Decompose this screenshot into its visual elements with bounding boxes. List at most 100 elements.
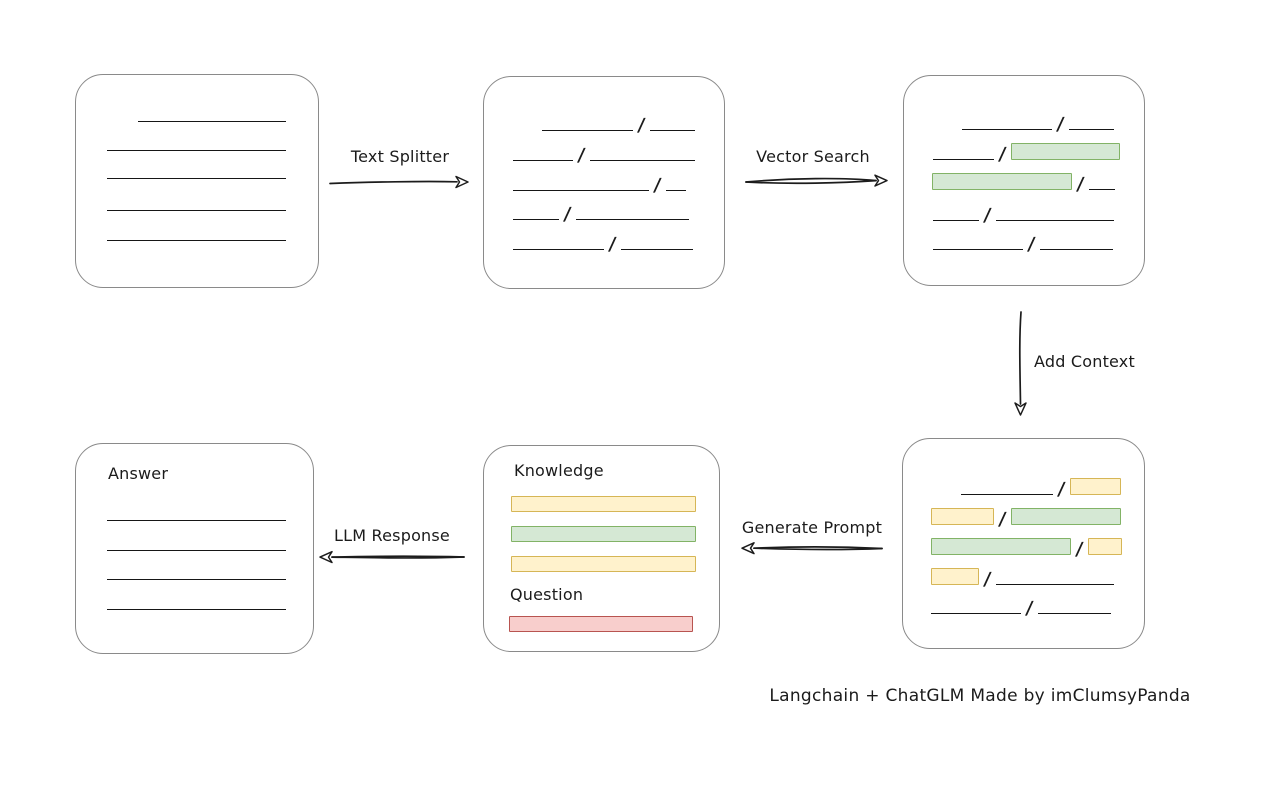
text-line bbox=[665, 188, 686, 191]
text-splitter-arrow bbox=[329, 175, 469, 189]
chunk-row bbox=[107, 503, 286, 521]
answer-label: Answer bbox=[108, 464, 169, 483]
text-line bbox=[1037, 611, 1111, 614]
chunk-row: / bbox=[961, 477, 1121, 500]
slash-separator: / bbox=[997, 144, 1008, 165]
chunk-row: / bbox=[931, 507, 1121, 530]
chunk-row bbox=[107, 133, 286, 151]
vector-search-arrow bbox=[745, 174, 888, 187]
diagram-caption: Langchain + ChatGLM Made by imClumsyPand… bbox=[769, 686, 1191, 706]
add-context-label: Add Context bbox=[1034, 352, 1135, 371]
text-line bbox=[933, 218, 979, 221]
llm-response-arrow bbox=[319, 550, 465, 564]
text-line bbox=[1088, 187, 1115, 190]
slash-separator: / bbox=[982, 205, 993, 226]
text-line bbox=[107, 518, 286, 521]
chunk-row: / bbox=[932, 172, 1115, 195]
chunk-row bbox=[107, 562, 286, 580]
knowledge-bar bbox=[511, 526, 696, 542]
chunk-row bbox=[107, 223, 286, 241]
split-chunks-box: / / / / / bbox=[483, 76, 725, 289]
add-context-arrow bbox=[1014, 311, 1027, 416]
text-line bbox=[107, 607, 286, 610]
text-line bbox=[995, 582, 1114, 585]
source-document-box bbox=[75, 74, 319, 288]
chunk-row bbox=[138, 104, 286, 122]
text-line bbox=[1039, 247, 1113, 250]
chunk-row: / bbox=[931, 567, 1114, 590]
chunk-row: / bbox=[933, 203, 1114, 226]
text-line bbox=[1068, 127, 1114, 130]
chunk-row bbox=[107, 592, 286, 610]
slash-separator: / bbox=[562, 204, 573, 225]
knowledge-bar bbox=[511, 556, 696, 572]
slash-separator: / bbox=[982, 569, 993, 590]
chunk-row bbox=[107, 193, 286, 211]
context-chunks-box: / / / / / bbox=[902, 438, 1145, 649]
text-line bbox=[575, 217, 689, 220]
slash-separator: / bbox=[1055, 114, 1066, 135]
chunk-row: / bbox=[513, 143, 695, 166]
question-bar bbox=[509, 616, 693, 632]
chunk-highlight-green bbox=[1010, 143, 1120, 160]
slash-separator: / bbox=[636, 115, 647, 136]
chunk-highlight-green bbox=[932, 173, 1072, 190]
answer-box: Answer bbox=[75, 443, 314, 654]
text-line bbox=[620, 247, 693, 250]
text-line bbox=[107, 577, 286, 580]
chunk-row: / bbox=[513, 202, 689, 225]
chunk-row: / bbox=[513, 232, 693, 255]
prompt-box: Knowledge Question bbox=[483, 445, 720, 652]
text-line bbox=[513, 158, 573, 161]
chunk-highlight-green bbox=[1010, 508, 1121, 525]
text-line bbox=[107, 208, 286, 211]
slash-separator: / bbox=[576, 145, 587, 166]
text-splitter-label: Text Splitter bbox=[350, 147, 450, 166]
chunk-row bbox=[107, 161, 286, 179]
text-line bbox=[933, 157, 994, 160]
chunk-row: / bbox=[931, 537, 1122, 560]
llm-response-label: LLM Response bbox=[334, 526, 450, 545]
text-line bbox=[513, 188, 649, 191]
vector-search-label: Vector Search bbox=[756, 147, 870, 166]
question-label: Question bbox=[510, 585, 584, 604]
text-line bbox=[138, 119, 286, 122]
text-line bbox=[962, 127, 1052, 130]
text-line bbox=[931, 611, 1021, 614]
text-line bbox=[513, 247, 604, 250]
slash-separator: / bbox=[652, 175, 663, 196]
chunk-row: / bbox=[542, 113, 695, 136]
generate-prompt-arrow bbox=[741, 542, 883, 555]
generate-prompt-label: Generate Prompt bbox=[741, 518, 883, 537]
text-line bbox=[961, 492, 1053, 495]
slash-separator: / bbox=[1024, 598, 1035, 619]
chunk-row: / bbox=[933, 142, 1120, 165]
chunk-row: / bbox=[962, 112, 1114, 135]
text-line bbox=[542, 128, 633, 131]
chunk-highlight-yellow bbox=[1069, 478, 1121, 495]
text-line bbox=[107, 176, 286, 179]
chunk-highlight-green bbox=[931, 538, 1071, 555]
text-line bbox=[513, 217, 559, 220]
slash-separator: / bbox=[1075, 174, 1086, 195]
slash-separator: / bbox=[607, 234, 618, 255]
text-line bbox=[107, 238, 286, 241]
knowledge-label: Knowledge bbox=[514, 461, 604, 480]
text-line bbox=[107, 148, 286, 151]
text-line bbox=[589, 158, 695, 161]
chunk-highlight-yellow bbox=[931, 508, 994, 525]
chunk-row: / bbox=[933, 232, 1113, 255]
slash-separator: / bbox=[1056, 479, 1067, 500]
text-line bbox=[649, 128, 695, 131]
text-line bbox=[107, 548, 286, 551]
chunk-highlight-yellow bbox=[1087, 538, 1122, 555]
text-line bbox=[995, 218, 1114, 221]
knowledge-bar bbox=[511, 496, 696, 512]
chunk-highlight-yellow bbox=[931, 568, 979, 585]
text-line bbox=[933, 247, 1023, 250]
slash-separator: / bbox=[1074, 539, 1085, 560]
vector-result-box: / / / / / bbox=[903, 75, 1145, 286]
slash-separator: / bbox=[1026, 234, 1037, 255]
chunk-row: / bbox=[931, 596, 1111, 619]
